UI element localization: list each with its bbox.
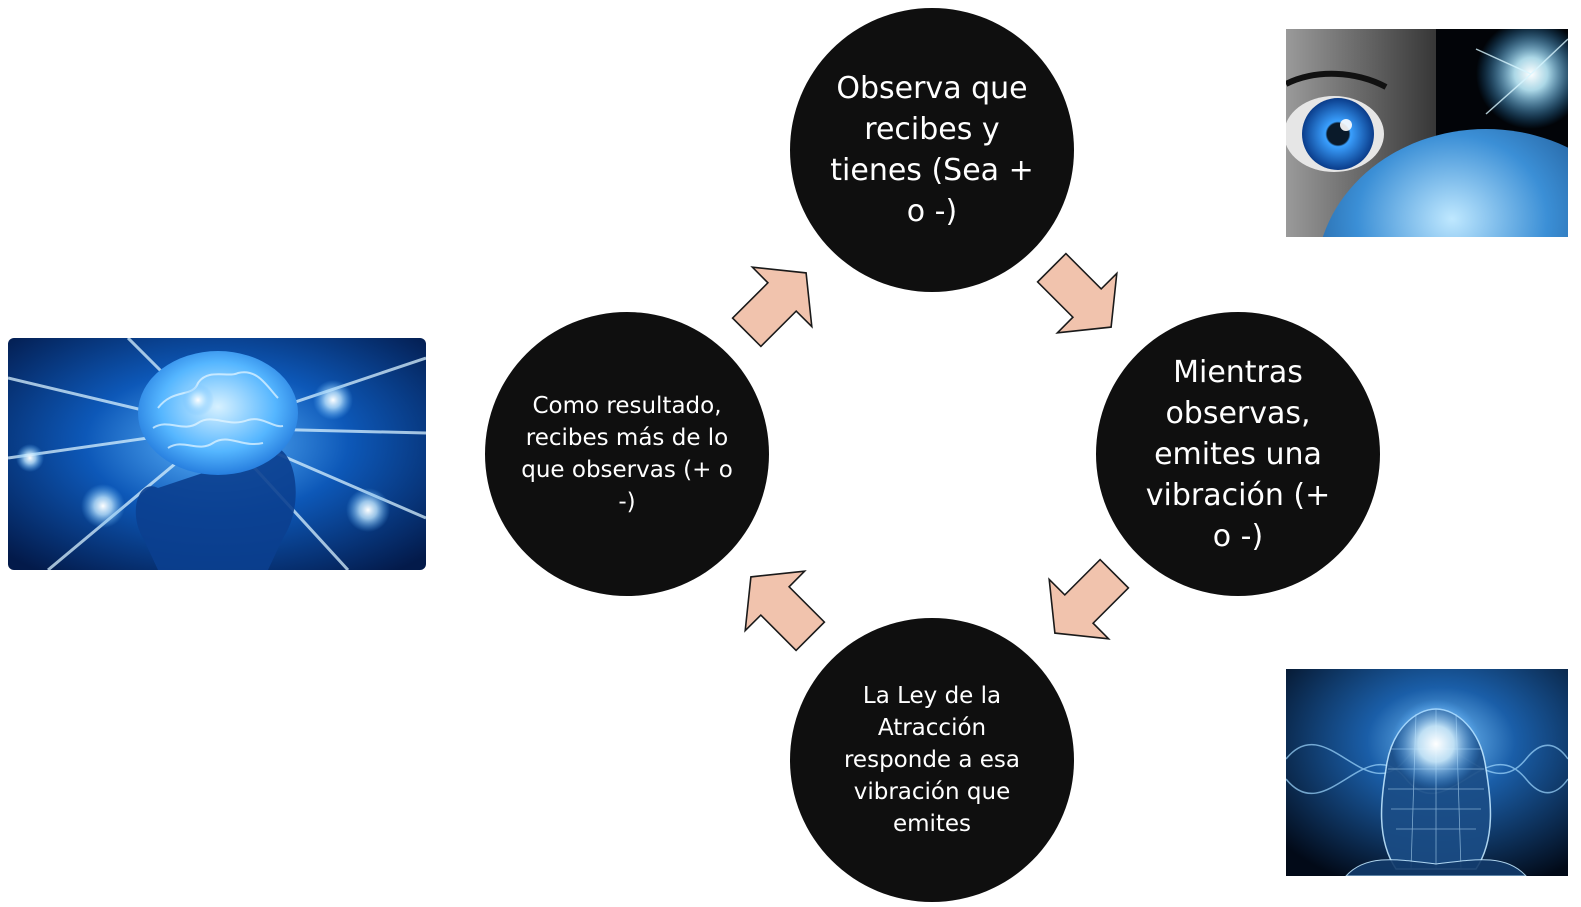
arrow-shape (1048, 558, 1130, 640)
node-label: Como resultado, recibes más de lo que ob… (521, 393, 733, 515)
eye-earth-image (1286, 29, 1568, 237)
cycle-node-emit-vibration: Mientras observas, emites una vibración … (1096, 312, 1380, 596)
arrow-right-to-bottom (1048, 558, 1130, 640)
arrow-left-to-top (731, 266, 813, 348)
arrow-bottom-to-left (744, 570, 826, 652)
eye-earth-illustration (1286, 29, 1568, 237)
wireframe-head-image (1286, 669, 1568, 876)
arrow-shape (1036, 252, 1118, 334)
node-label: Mientras observas, emites una vibración … (1145, 354, 1331, 554)
cycle-node-law-of-attraction: La Ley de la Atracción responde a esa vi… (790, 618, 1074, 902)
brain-illustration (8, 338, 426, 570)
cycle-node-observe: Observa que recibes y tienes (Sea + o -) (790, 8, 1074, 292)
cycle-node-result: Como resultado, recibes más de lo que ob… (485, 312, 769, 596)
arrow-shape (731, 266, 813, 348)
arrow-top-to-right (1036, 252, 1118, 334)
node-label: La Ley de la Atracción responde a esa vi… (843, 683, 1021, 837)
wireframe-head-illustration (1286, 669, 1568, 876)
node-label: Observa que recibes y tienes (Sea + o -) (830, 71, 1034, 229)
brain-image (8, 338, 426, 570)
arrow-shape (744, 570, 826, 652)
